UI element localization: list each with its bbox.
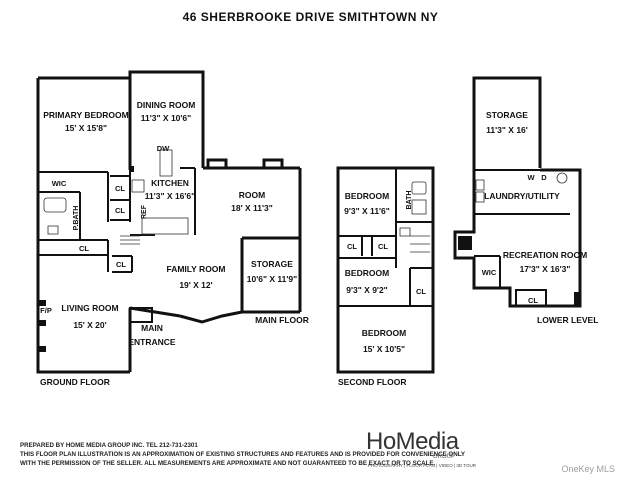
- bedroom-3-name: BEDROOM: [362, 328, 406, 338]
- recreation-room-size: 17'3" X 16'3": [520, 264, 571, 274]
- footer-line-2: THIS FLOOR PLAN ILLUSTRATION IS AN APPRO…: [20, 451, 466, 458]
- lower-fixture-outlines: [475, 172, 568, 203]
- living-room-name: LIVING ROOM: [61, 303, 118, 313]
- bedroom-1-size: 9'3" X 11'6": [344, 206, 390, 216]
- mls-watermark: OneKey MLS: [561, 464, 615, 474]
- wic-label-primary: WIC: [52, 179, 67, 188]
- storage-lower-name: STORAGE: [486, 110, 528, 120]
- cl-label-second-1: CL: [347, 242, 357, 251]
- living-room-size: 15' X 20': [73, 320, 106, 330]
- cl-label-family: CL: [116, 260, 126, 269]
- bedroom-2-name: BEDROOM: [345, 268, 389, 278]
- lower-fixtures: [458, 236, 580, 306]
- cl-label-bath: CL: [79, 244, 89, 253]
- bedroom-3-size: 15' X 10'5": [363, 344, 405, 354]
- cl-label-lower: CL: [528, 296, 538, 305]
- dryer-label: D: [541, 173, 547, 182]
- bedroom-1-name: BEDROOM: [345, 191, 389, 201]
- primary-bedroom-name: PRIMARY BEDROOM: [43, 110, 128, 120]
- logo-tagline: PHOTOGRAPHY | FLOOR PLAN | VIDEO | 3D TO…: [368, 463, 476, 468]
- ground-main-walls: [36, 70, 302, 374]
- family-room-size: 19' X 12': [179, 280, 212, 290]
- ground-interior-walls: [38, 167, 196, 323]
- family-room-name: FAMILY ROOM: [166, 264, 225, 274]
- page-title: 46 SHERBROOKE DRIVE SMITHTOWN NY: [182, 10, 439, 24]
- cl-label-second-3: CL: [416, 287, 426, 296]
- second-floor-label: SECOND FLOOR: [338, 377, 406, 387]
- second-interior-walls: [338, 168, 433, 307]
- second-fixture-outlines: [399, 181, 430, 253]
- homedia-logo: HoMedia GROUP PHOTOGRAPHY | FLOOR PLAN |…: [366, 428, 476, 468]
- dw-label: DW: [157, 144, 170, 153]
- footer-line-3: WITH THE PERMISSION OF THE SELLER. ALL M…: [20, 460, 436, 467]
- logo-wordmark: HoMedia: [366, 428, 459, 455]
- main-entrance-line1: MAIN: [141, 323, 163, 333]
- disclaimer-footer: PREPARED BY HOME MEDIA GROUP INC. TEL 21…: [20, 441, 465, 468]
- wic-label-lower: WIC: [482, 268, 497, 277]
- storage-main-size: 10'6" X 11'9": [247, 274, 297, 284]
- room-name: ROOM: [239, 190, 265, 200]
- lower-level-label: LOWER LEVEL: [537, 315, 598, 325]
- lower-interior-walls: [474, 169, 570, 307]
- pbath-label: P.BATH: [73, 206, 80, 231]
- bath-label: BATH: [406, 191, 413, 210]
- cl-label-kitchen-2: CL: [115, 206, 125, 215]
- ground-fixtures: [38, 166, 134, 352]
- recreation-room-name: RECREATION ROOM: [503, 250, 587, 260]
- ground-floor-label: GROUND FLOOR: [40, 377, 110, 387]
- primary-bedroom-size: 15' X 15'8": [65, 123, 107, 133]
- footer-line-1: PREPARED BY HOME MEDIA GROUP INC. TEL 21…: [20, 442, 198, 449]
- main-entrance-line2: ENTRANCE: [128, 337, 176, 347]
- dining-room-size: 11'3" X 10'6": [141, 113, 191, 123]
- washer-label: W: [527, 173, 535, 182]
- cl-label-second-2: CL: [378, 242, 388, 251]
- logo-group: GROUP: [433, 454, 456, 460]
- kitchen-size: 11'3" X 16'6": [145, 191, 195, 201]
- ground-fixture-outlines: [43, 149, 189, 245]
- cl-label-kitchen-1: CL: [115, 184, 125, 193]
- fp-label: F/P: [40, 306, 52, 315]
- storage-main-name: STORAGE: [251, 259, 293, 269]
- ref-label: REF: [141, 204, 148, 219]
- second-floor-walls: [336, 166, 435, 374]
- room-size: 18' X 11'3": [231, 203, 273, 213]
- lower-level-walls: [453, 76, 582, 308]
- dining-room-name: DINING ROOM: [137, 100, 196, 110]
- bedroom-2-size: 9'3" X 9'2": [346, 285, 387, 295]
- storage-lower-size: 11'3" X 16': [486, 125, 528, 135]
- laundry-name: LAUNDRY/UTILITY: [484, 191, 560, 201]
- main-floor-label: MAIN FLOOR: [255, 315, 309, 325]
- kitchen-name: KITCHEN: [151, 178, 189, 188]
